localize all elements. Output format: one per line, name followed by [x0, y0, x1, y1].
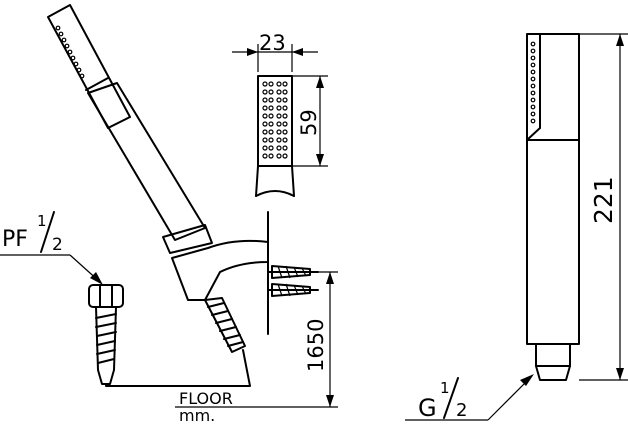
thread-label-right: G 1 2	[405, 374, 534, 422]
head-length-value: 59	[297, 109, 321, 136]
hose-coil	[204, 297, 246, 353]
floor-label: FLOOR	[179, 389, 233, 408]
height-dimension	[175, 271, 338, 408]
unit-label: mm.	[179, 406, 215, 424]
head-width-value: 23	[259, 31, 286, 55]
spray-face	[257, 75, 293, 167]
thread-label-left: PF 1 2	[0, 211, 103, 285]
height-value: 1650	[304, 319, 328, 372]
shower-head-outline	[47, 4, 131, 129]
straight-hand-shower	[526, 33, 628, 381]
spray-nozzles-edge	[530, 41, 536, 124]
thread-left-num: 1	[37, 212, 47, 230]
wall-screws	[267, 265, 319, 297]
handle-body	[87, 82, 206, 241]
spray-face-holes	[262, 81, 288, 159]
thread-left-den: 2	[52, 235, 63, 255]
hex-nut	[88, 284, 124, 308]
thread-right-den: 2	[456, 400, 467, 421]
threaded-stem	[95, 306, 117, 385]
handle-length-value: 221	[589, 176, 618, 224]
handle-collar	[162, 224, 213, 254]
connector-thread	[535, 365, 571, 381]
thread-right-prefix: G	[418, 394, 437, 422]
thread-left-prefix: PF	[2, 227, 28, 252]
handle-outline	[526, 33, 580, 345]
bottom-connector	[535, 343, 571, 367]
thread-right-num: 1	[440, 379, 450, 397]
spray-nozzles-side	[55, 25, 85, 79]
head-front-view	[232, 44, 328, 197]
left-fitting	[88, 284, 251, 387]
angled-hand-shower	[47, 4, 269, 353]
